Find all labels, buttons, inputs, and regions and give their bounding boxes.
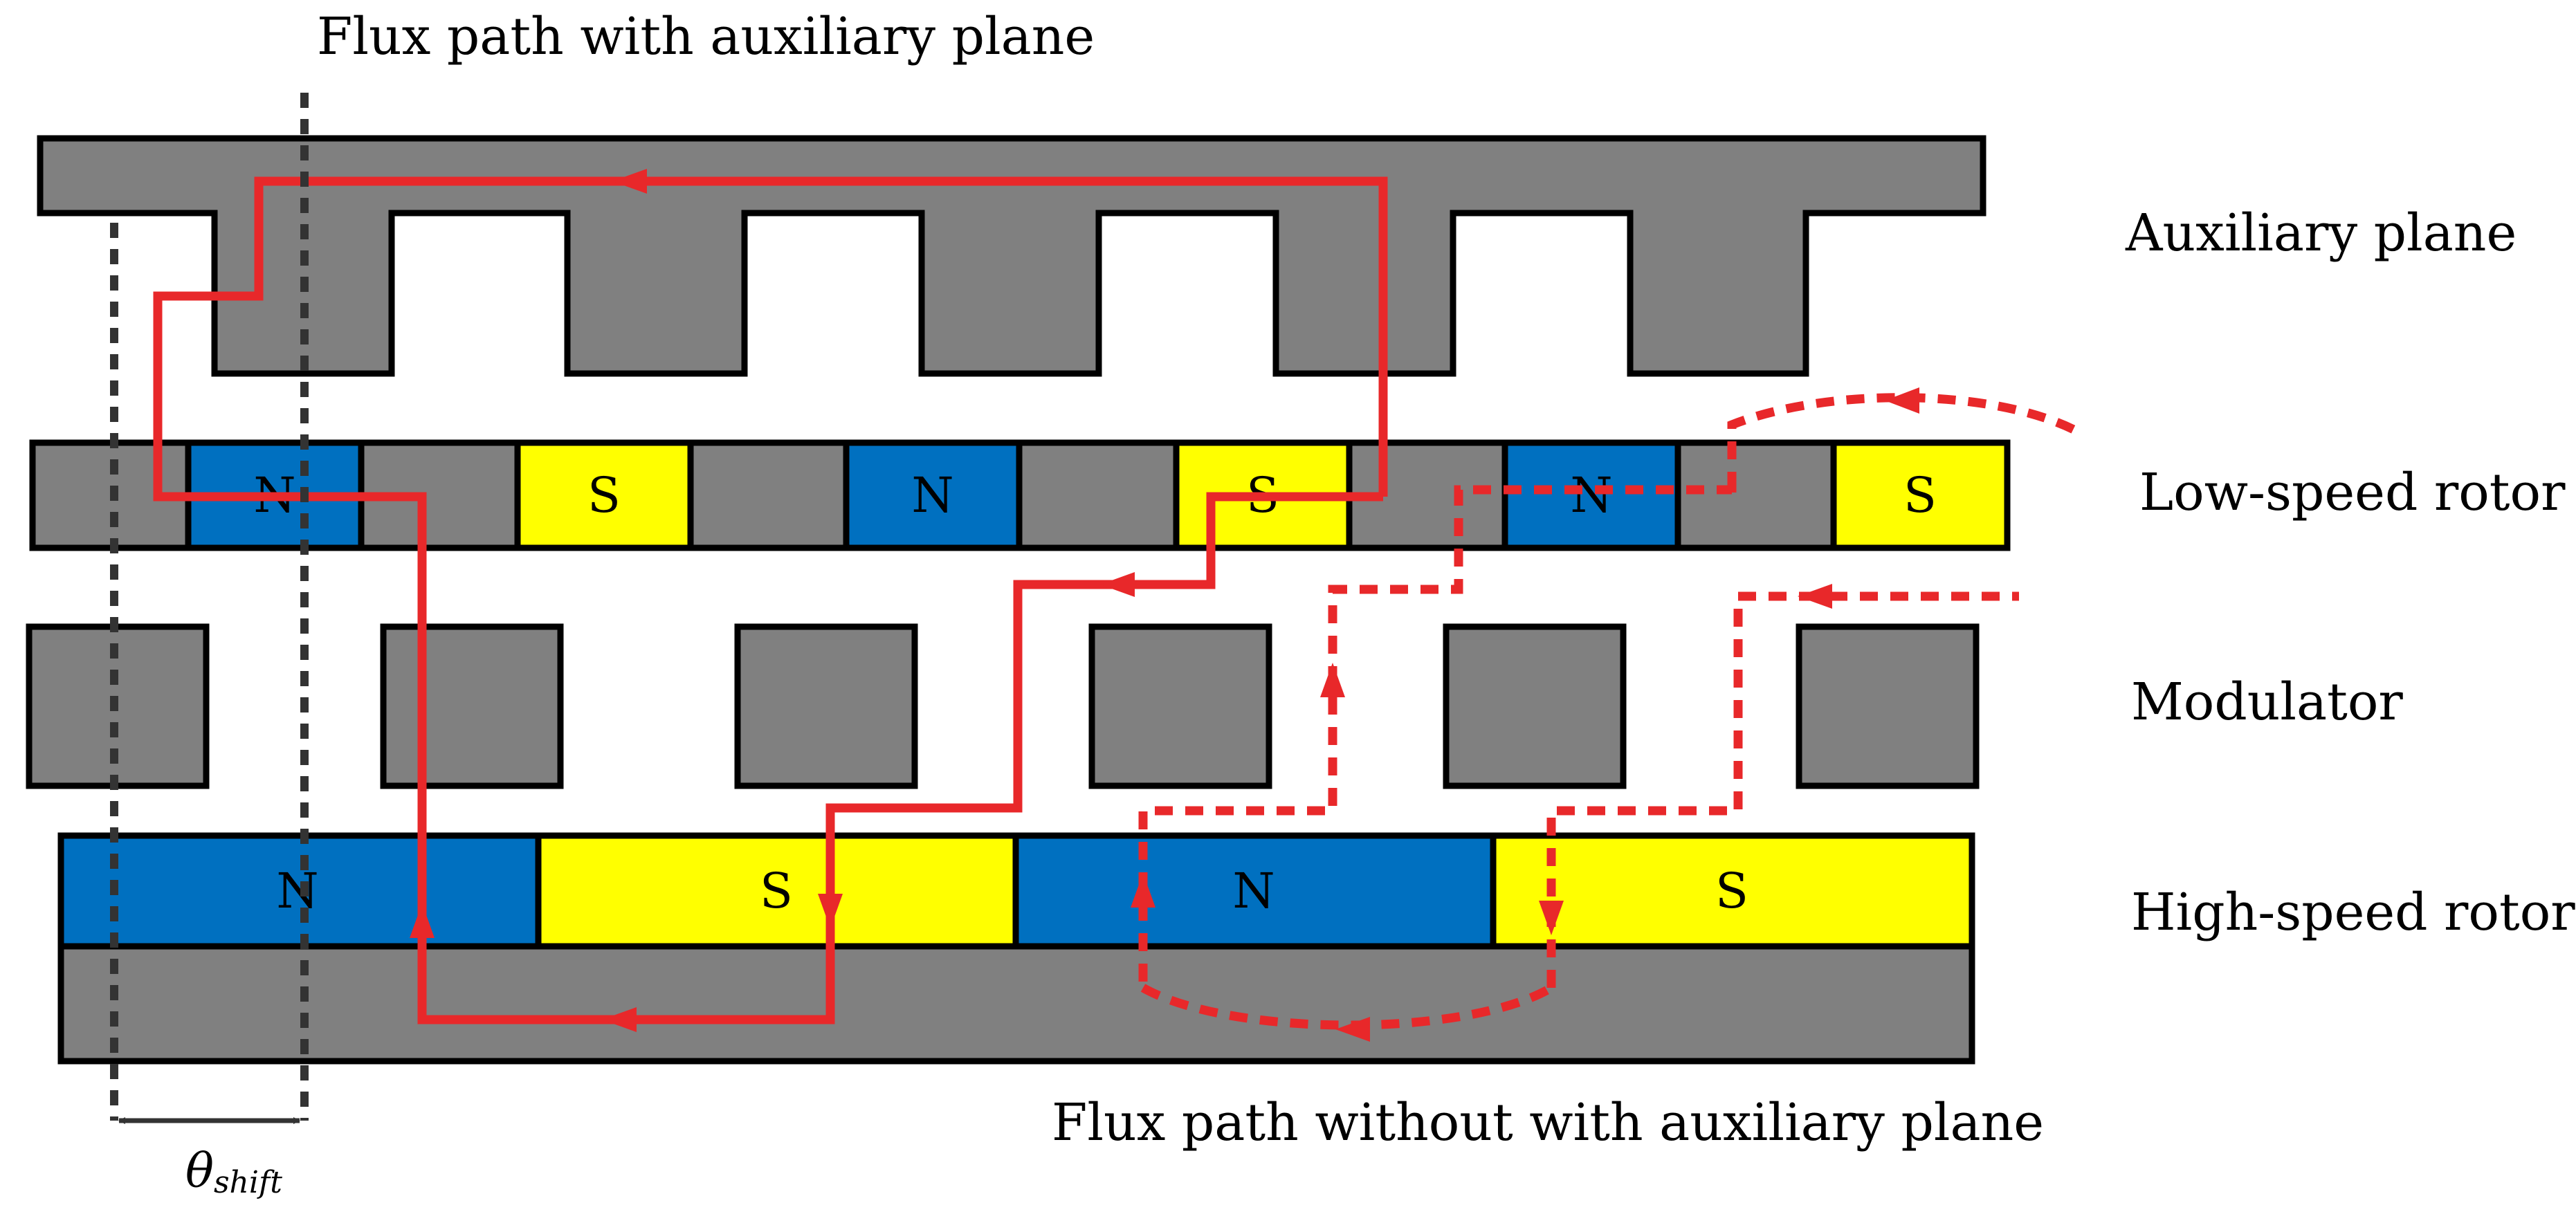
high-speed-rotor-label: High-speed rotor xyxy=(2131,883,2575,942)
flux-arrow xyxy=(612,169,647,194)
flux-arrow xyxy=(1320,663,1345,697)
flux-line-dashed-top xyxy=(1727,393,2080,490)
modulator-piece xyxy=(734,623,918,789)
hs-magnet-2 xyxy=(535,832,1019,950)
flux-path-without-plane-title: Flux path without with auxiliary plane xyxy=(1052,1093,2044,1152)
flux-path-with-plane-title: Flux path with auxiliary plane xyxy=(317,7,1095,66)
ls-magnet-6 xyxy=(1830,439,2011,551)
auxiliary-plane-label: Auxiliary plane xyxy=(2125,203,2516,263)
hs-magnet-1-label: N xyxy=(276,863,318,919)
flux-arrow xyxy=(1798,584,1832,609)
modulator-label: Modulator xyxy=(2131,672,2403,732)
theta-shift-label: θshift xyxy=(185,1144,282,1200)
ls-magnet-2-label: S xyxy=(587,467,621,524)
flux-arrow xyxy=(1885,387,1919,414)
ls-magnet-3-label: N xyxy=(911,467,953,524)
low-speed-rotor-label: Low-speed rotor xyxy=(2139,463,2566,522)
hs-magnet-4 xyxy=(1490,832,1975,950)
flux-arrow xyxy=(1100,572,1135,597)
hs-magnet-4-label: S xyxy=(1715,863,1748,919)
modulator-piece xyxy=(1796,623,1980,789)
flux-arrow xyxy=(602,1007,637,1032)
ls-magnet-5 xyxy=(1501,439,1681,551)
ls-magnet-6-label: S xyxy=(1903,467,1937,524)
high-speed-rotor: N S N S xyxy=(57,832,1975,1065)
auxiliary-plane xyxy=(37,135,1986,377)
hs-magnet-3-label: N xyxy=(1232,863,1275,919)
ls-magnet-2 xyxy=(514,439,694,551)
flux-path-without-plane xyxy=(1131,387,2080,1042)
flux-arrow xyxy=(1131,873,1155,908)
shift-reference: θshift xyxy=(110,93,309,1200)
low-speed-rotor: N S N S N S xyxy=(29,439,2011,551)
hs-magnet-2-label: S xyxy=(760,863,793,919)
flux-arrow xyxy=(410,903,435,938)
theta-subscript: shift xyxy=(214,1165,282,1200)
flux-path-with-plane xyxy=(153,169,1388,1032)
theta-symbol: θ xyxy=(185,1144,214,1199)
flux-line-solid-outer xyxy=(153,176,1388,1024)
ls-magnet-5-label: N xyxy=(1570,467,1612,524)
ls-magnet-3 xyxy=(843,439,1023,551)
modulator-piece xyxy=(1088,623,1272,789)
flux-arrow xyxy=(818,894,843,928)
modulator-piece xyxy=(1443,623,1627,789)
modulator-piece xyxy=(380,623,564,789)
flux-arrow xyxy=(1539,901,1564,935)
flux-line-dashed-left xyxy=(1138,485,1737,988)
flux-arrow xyxy=(1335,1017,1370,1042)
modulator xyxy=(26,623,1980,789)
flux-line-dashed-bottom xyxy=(1140,984,1554,1030)
high-speed-rotor-core xyxy=(57,943,1975,1065)
